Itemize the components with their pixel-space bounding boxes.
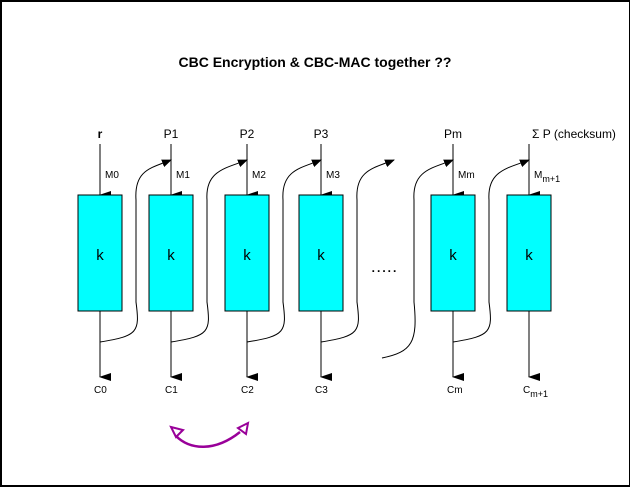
output-label: C3 [315,385,328,396]
output-label: Cm+1 [523,385,548,399]
feedback-curve [320,159,395,343]
input-label: Pm [444,127,462,141]
key-label: k [317,247,325,264]
m-label: M2 [252,170,266,181]
feedback-curve [99,159,172,343]
block-cipher-box [77,194,123,312]
output-subscript: m+1 [530,389,548,399]
key-label: k [167,247,175,264]
input-label: r [98,127,103,141]
feedback-curve [170,159,248,343]
block-cipher-box [298,194,344,312]
ellipsis: ..... [372,261,399,275]
feedback-curve [381,159,454,359]
input-label: P3 [314,127,329,141]
block-cipher-box [148,194,194,312]
block-cipher-box [506,194,552,312]
feedback-curve [246,159,322,343]
key-label: k [243,247,251,264]
m-label: M1 [176,170,190,181]
block-cipher-box [224,194,270,312]
output-label: C2 [241,385,254,396]
m-label: Mm+1 [534,170,560,184]
swap-arrow-icon [169,421,250,448]
m-subscript: m+1 [542,174,560,184]
m-label: M3 [326,170,340,181]
input-label: P2 [240,127,255,141]
input-label: Σ P (checksum) [532,127,616,141]
output-label: C1 [165,385,178,396]
m-label: Mm [458,170,475,181]
key-label: k [525,247,533,264]
output-label: Cm [447,385,463,396]
key-label: k [96,247,104,264]
block-cipher-box [430,194,476,312]
m-label: M0 [105,170,119,181]
key-label: k [449,247,457,264]
output-label: C0 [94,385,107,396]
diagram-title: CBC Encryption & CBC-MAC together ?? [179,54,452,70]
cipher-block-0: rM0 kC0 [77,127,123,396]
feedback-curve [452,159,530,343]
input-label: P1 [164,127,179,141]
cipher-block-5: Σ P (checksum) Mm+1 kCm+1 [506,127,616,399]
